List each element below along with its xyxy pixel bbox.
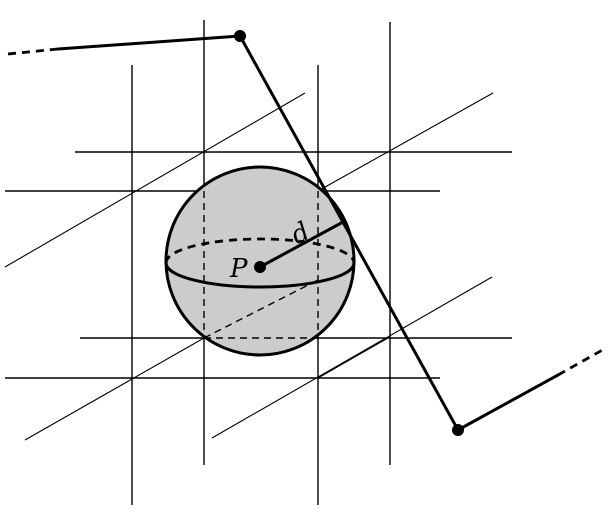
radius-line xyxy=(258,220,345,269)
chain-path xyxy=(7,30,607,436)
vertical-grid-lines xyxy=(131,20,391,505)
center-point xyxy=(254,261,266,273)
chain-segment-3 xyxy=(456,373,560,432)
chain-segment-2 xyxy=(238,34,460,432)
radius-indicator: P d xyxy=(229,217,345,284)
chain-dash-left xyxy=(7,47,59,56)
chain-node-top xyxy=(234,30,246,42)
sphere-equator-front xyxy=(164,261,356,289)
diagonal-grid-lines xyxy=(4,92,494,441)
chain-node-bottom xyxy=(452,424,464,436)
chain-segment-1 xyxy=(56,34,242,51)
sphere-equator-back xyxy=(164,237,356,264)
center-label: P xyxy=(229,254,248,284)
chain-dash-right xyxy=(557,346,607,377)
